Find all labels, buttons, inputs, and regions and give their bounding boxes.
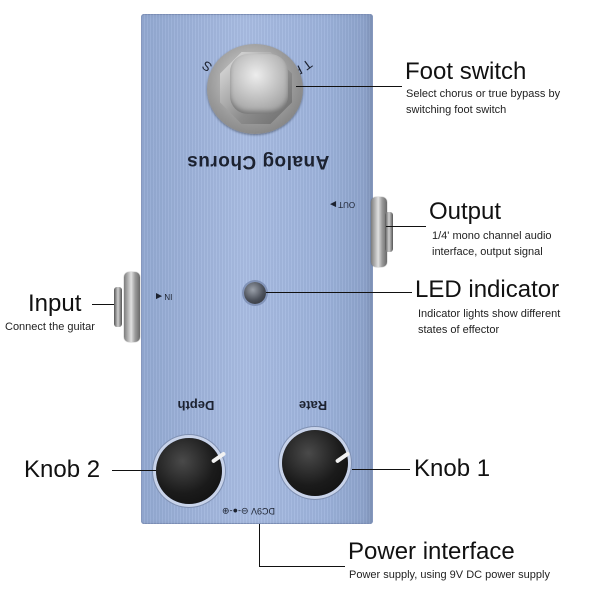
- input-leader-line: [92, 304, 114, 305]
- output-jack[interactable]: [371, 197, 387, 267]
- led-indicator: [244, 282, 266, 304]
- out-arrow-icon: ▶: [330, 200, 337, 209]
- foot-switch-desc-1: Select chorus or true bypass by: [406, 88, 561, 100]
- power-leader-vline: [259, 524, 260, 566]
- rate-label: Rate: [298, 398, 328, 413]
- in-arrow-icon: ◀: [156, 292, 163, 301]
- foot-switch-desc-2: switching foot switch: [406, 104, 507, 116]
- foot-switch-title: Foot switch: [405, 58, 527, 85]
- depth-knob[interactable]: [156, 438, 222, 504]
- output-leader-line: [386, 226, 426, 227]
- in-label: IN ◀: [156, 292, 173, 301]
- output-desc-1: 1/4' mono channel audio: [432, 230, 552, 242]
- led-leader-line: [266, 292, 412, 293]
- led-desc-1: Indicator lights show different: [418, 308, 561, 320]
- output-desc-2: interface, output signal: [432, 246, 543, 258]
- output-title: Output: [429, 198, 502, 225]
- power-label: DC9V ⊖-●-⊕: [222, 506, 276, 516]
- led-desc-2: states of effector: [418, 324, 500, 336]
- power-leader-line: [259, 566, 345, 567]
- depth-label: Depth: [177, 398, 215, 413]
- led-title: LED indicator: [415, 276, 560, 303]
- input-title: Input: [28, 290, 82, 317]
- input-jack-nut: [114, 287, 122, 327]
- knob1-title: Knob 1: [414, 455, 491, 482]
- knob2-leader-line: [112, 470, 156, 471]
- foot-switch[interactable]: [230, 54, 288, 114]
- output-jack-nut: [385, 212, 393, 252]
- pedal-name: Analog Chorus: [186, 151, 330, 172]
- rate-knob[interactable]: [282, 430, 348, 496]
- input-desc: Connect the guitar: [5, 321, 95, 333]
- input-jack[interactable]: [124, 272, 140, 342]
- power-title: Power interface: [348, 538, 515, 565]
- knob2-title: Knob 2: [24, 456, 101, 483]
- knob1-leader-line: [352, 469, 410, 470]
- foot-switch-leader-line: [296, 86, 402, 87]
- dc-polarity-icon: ⊖-●-⊕: [222, 506, 249, 516]
- power-desc: Power supply, using 9V DC power supply: [349, 569, 550, 581]
- out-label: OUT ▶: [330, 200, 356, 209]
